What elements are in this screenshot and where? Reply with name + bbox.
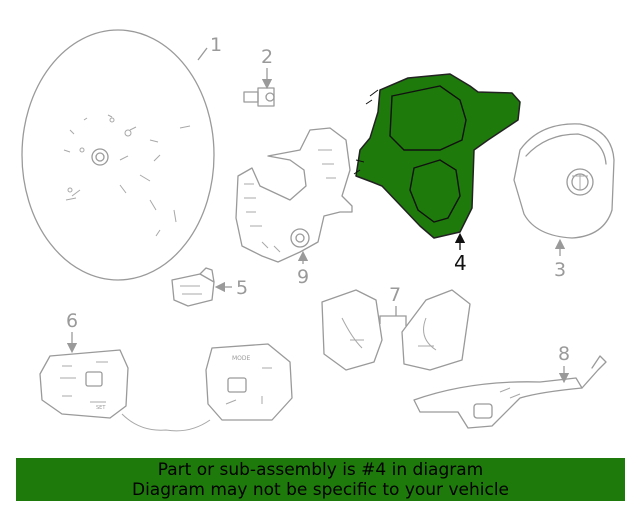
clockspring-bracket-part: 9 <box>235 127 353 288</box>
parts-diagram: 1 2 4 3 9 <box>21 29 615 432</box>
connector-part: 5 <box>171 267 248 307</box>
trim-cover-part-highlighted: 4 <box>353 73 521 275</box>
banner-line-2: Diagram may not be specific to your vehi… <box>131 480 509 500</box>
paddle-shifters-part: 7 <box>321 284 471 371</box>
steering-switch-modules-part: 6 SET MODE <box>39 310 293 432</box>
trim-cover-shape <box>355 73 521 239</box>
callout-7: 7 <box>389 284 401 306</box>
callout-9: 9 <box>297 266 309 288</box>
stalk-switch-part: 8 <box>413 343 607 429</box>
callout-4: 4 <box>454 251 467 275</box>
info-banner: Part or sub-assembly is #4 in diagram Di… <box>16 458 625 501</box>
callout-8: 8 <box>558 343 570 365</box>
set-button-label: SET <box>96 405 106 411</box>
bolt-part: 2 <box>243 46 275 107</box>
callout-2: 2 <box>261 46 273 68</box>
callout-5: 5 <box>236 277 248 299</box>
callout-3: 3 <box>554 259 566 281</box>
callout-1: 1 <box>210 34 222 56</box>
banner-line-1: Part or sub-assembly is #4 in diagram <box>157 460 484 480</box>
steering-wheel-part: 1 <box>21 29 222 281</box>
airbag-module-part: 3 <box>513 123 615 281</box>
mode-button-label: MODE <box>232 355 251 362</box>
callout-6: 6 <box>66 310 78 332</box>
